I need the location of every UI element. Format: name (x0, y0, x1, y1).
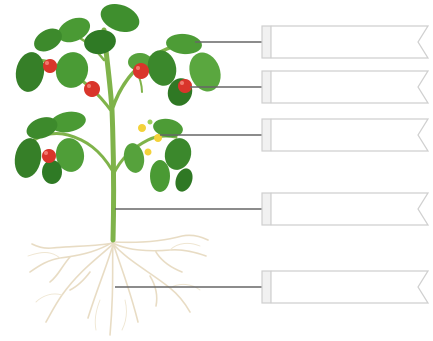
label-slot-2 (262, 71, 430, 103)
leaf (12, 136, 45, 180)
tomato-highlight (44, 151, 48, 155)
flower-bud (148, 120, 153, 125)
leaf (165, 32, 203, 55)
tomato-highlight (136, 66, 140, 70)
tomato (178, 79, 192, 93)
tomato (84, 81, 100, 97)
label-slot-3 (262, 119, 430, 151)
leaf (122, 141, 147, 174)
label-slot-5 (262, 271, 430, 303)
tomato (133, 63, 149, 79)
leaf (150, 160, 170, 192)
leaf (172, 166, 195, 194)
leaf (42, 160, 62, 184)
label-tags (262, 26, 428, 303)
tomato-highlight (45, 61, 49, 65)
leaf (13, 50, 48, 94)
tomato-highlight (87, 84, 91, 88)
roots (30, 235, 208, 335)
flower (138, 124, 146, 132)
flower (145, 149, 152, 156)
tomato (42, 149, 56, 163)
label-slot-1 (262, 26, 430, 58)
label-slot-4 (262, 193, 430, 225)
tomato-highlight (180, 81, 184, 85)
tomato (43, 59, 57, 73)
